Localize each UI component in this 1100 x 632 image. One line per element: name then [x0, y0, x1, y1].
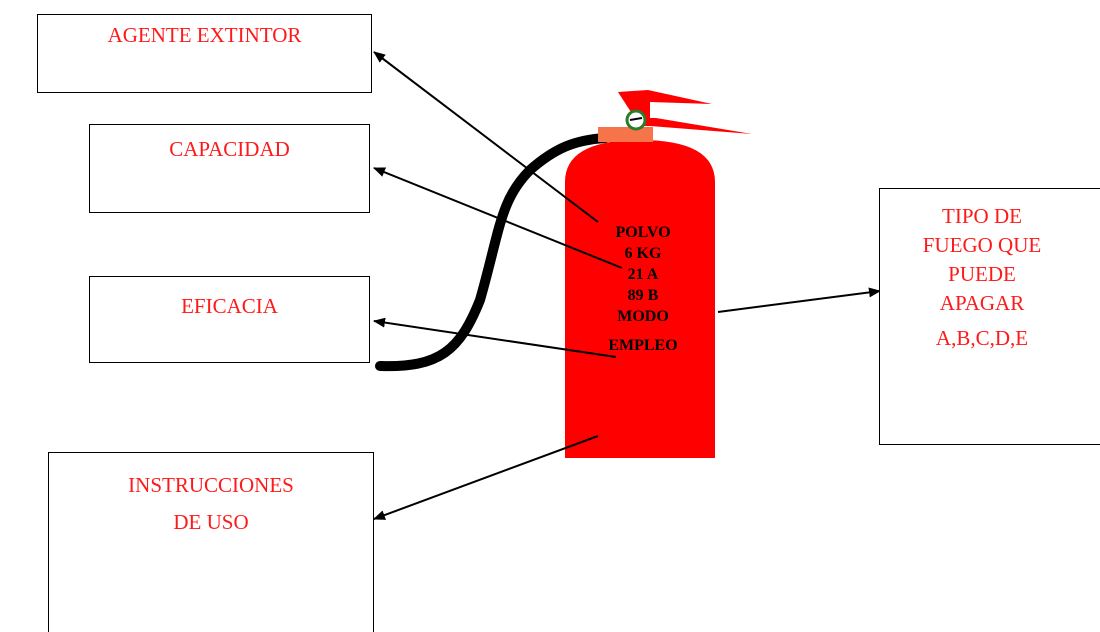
diagram-canvas	[373, 51, 881, 520]
mode-text: MODO	[617, 308, 669, 325]
extinguisher-hose	[375, 133, 610, 372]
extinguisher-handle	[618, 90, 752, 134]
label-capacidad: CAPACIDAD	[169, 137, 290, 161]
label-box-tipo-fuego: TIPO DE FUEGO QUE PUEDE APAGAR A,B,C,D,E	[879, 188, 1100, 445]
agent-type-text: POLVO	[615, 224, 671, 241]
label-fire-classes: A,B,C,D,E	[935, 325, 1029, 350]
label-box-agente: AGENTE EXTINTOR	[37, 14, 372, 93]
capacity-text: 6 KG	[624, 245, 662, 262]
arrow-icon	[373, 317, 617, 358]
arrow-icon	[717, 287, 881, 313]
arrow-icon	[373, 167, 623, 269]
label-agente: AGENTE EXTINTOR	[107, 23, 302, 47]
efficacy-b-text: 89 B	[627, 287, 659, 304]
extinguisher-valve	[598, 127, 653, 142]
label-instrucciones: INSTRUCCIONES DE USO	[128, 473, 294, 534]
arrow-icon	[373, 435, 599, 520]
arrows-group	[373, 51, 881, 520]
arrow-icon	[373, 51, 599, 223]
pressure-gauge-icon	[625, 109, 647, 131]
use-text: EMPLEO	[608, 337, 678, 354]
extinguisher-cylinder	[565, 140, 715, 458]
label-box-instrucciones: INSTRUCCIONES DE USO	[48, 452, 374, 632]
extinguisher-label: POLVO 6 KG 21 A 89 B MODO EMPLEO	[588, 222, 698, 356]
label-eficacia: EFICACIA	[181, 294, 278, 318]
label-box-eficacia: EFICACIA	[89, 276, 370, 363]
efficacy-a-text: 21 A	[627, 266, 659, 283]
label-box-capacidad: CAPACIDAD	[89, 124, 370, 213]
fire-extinguisher-icon	[375, 90, 752, 458]
label-tipo-fuego: TIPO DE FUEGO QUE PUEDE APAGAR	[922, 204, 1042, 315]
